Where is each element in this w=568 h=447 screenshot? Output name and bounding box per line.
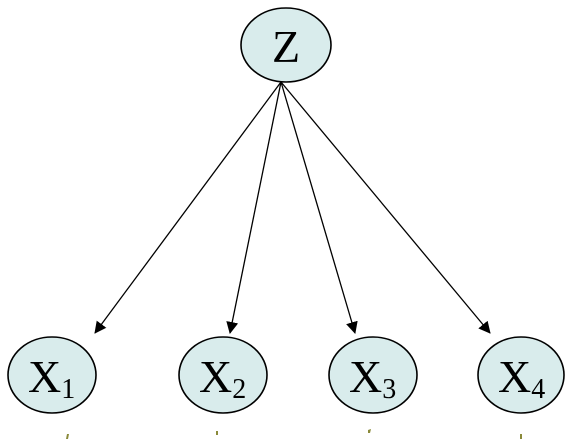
stray-mark-2 <box>216 431 218 435</box>
node-z-label: Z <box>272 21 300 72</box>
node-x4-ellipse <box>477 336 565 414</box>
edge-z-x4 <box>280 81 491 334</box>
node-x4[interactable]: X4 <box>477 336 565 414</box>
node-x1[interactable]: X1 <box>7 336 97 414</box>
edges <box>94 81 491 334</box>
node-x2-label: X2 <box>199 351 246 405</box>
stray-mark-3 <box>368 429 371 433</box>
node-x3-ellipse <box>328 336 418 414</box>
stray-mark-4 <box>520 434 522 439</box>
stray-mark-1 <box>66 434 69 439</box>
node-x2-ellipse <box>178 336 268 414</box>
node-x1-ellipse <box>7 336 97 414</box>
node-x3-label: X3 <box>349 351 396 405</box>
node-x1-label: X1 <box>28 351 75 405</box>
node-x2[interactable]: X2 <box>178 336 268 414</box>
node-z-ellipse <box>240 7 332 83</box>
node-x3[interactable]: X3 <box>328 336 418 414</box>
edge-z-x3 <box>280 81 358 334</box>
edge-z-x2 <box>226 81 282 334</box>
node-z[interactable]: Z <box>240 7 332 83</box>
stray-marks <box>66 429 522 439</box>
node-x4-label: X4 <box>498 351 545 405</box>
edge-z-x1 <box>94 81 282 334</box>
